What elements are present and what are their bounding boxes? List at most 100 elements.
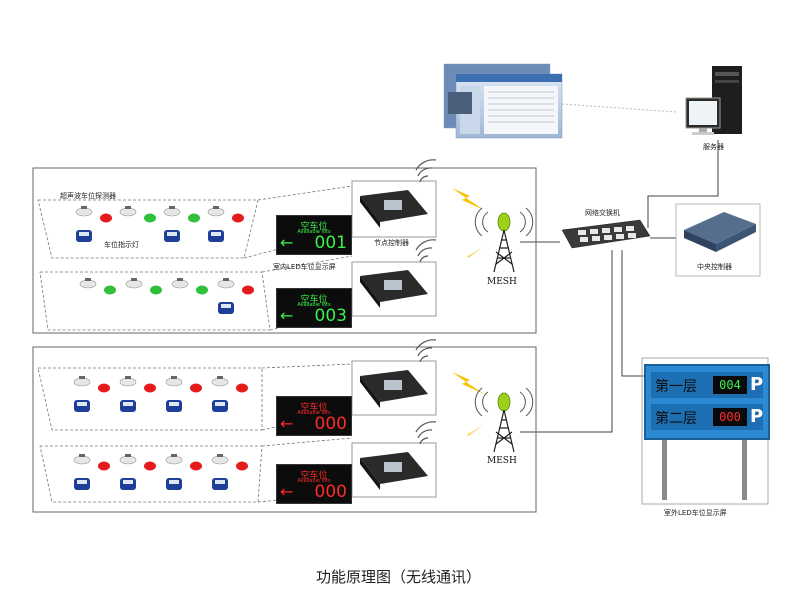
link-software-server bbox=[561, 103, 677, 113]
ultrasonic-sensor-icon bbox=[75, 207, 93, 217]
sensor-mount-icon bbox=[131, 278, 137, 281]
sensor-mount-icon bbox=[217, 454, 223, 457]
signal-bolts bbox=[452, 188, 484, 440]
ultrasonic-sensor-icon bbox=[125, 279, 143, 289]
left-arrow-icon: ← bbox=[280, 306, 294, 325]
sign-subtitle: Available lots bbox=[297, 410, 331, 416]
ultrasonic-sensor-icon bbox=[165, 377, 183, 387]
bay-indicator-label: 车位指示灯 bbox=[104, 241, 139, 249]
left-arrow-icon: ← bbox=[280, 482, 294, 501]
sign-count: 001 bbox=[314, 233, 347, 253]
bay-indicator-light bbox=[232, 213, 244, 223]
central-controller-label: 中央控制器 bbox=[697, 263, 732, 271]
car-window-icon bbox=[167, 232, 177, 236]
car-window-icon bbox=[77, 402, 87, 406]
network-switch-icon bbox=[561, 219, 651, 249]
sensor-mount-icon bbox=[125, 206, 131, 209]
sensor-mount-icon bbox=[85, 278, 91, 281]
ultrasonic-sensor-icon bbox=[163, 207, 181, 217]
ultrasonic-sensor-icon bbox=[119, 207, 137, 217]
indoor-led-sign: 空车位 Available lots ← 003 bbox=[276, 288, 352, 328]
car-window-icon bbox=[169, 480, 179, 484]
sign-title: 空车位 bbox=[300, 471, 328, 481]
car-window-icon bbox=[123, 402, 133, 406]
ultrasonic-sensor-icon bbox=[119, 455, 137, 465]
detector-label: 超声波车位探测器 bbox=[60, 192, 116, 200]
sign-title: 空车位 bbox=[300, 295, 328, 305]
sensor-mount-icon bbox=[169, 206, 175, 209]
switch-label: 网络交换机 bbox=[585, 209, 620, 217]
indoor-led-label: 室内LED车位显示屏 bbox=[273, 263, 336, 271]
car-window-icon bbox=[221, 304, 231, 308]
mesh-tower-2 bbox=[474, 387, 534, 453]
ultrasonic-sensor-icon bbox=[207, 207, 225, 217]
bay-indicator-light bbox=[190, 383, 202, 393]
board-row-floor-2: 第二层 000 P bbox=[651, 404, 763, 430]
ultrasonic-sensor-icon bbox=[165, 455, 183, 465]
indoor-led-sign: 空车位 Available lots ← 000 bbox=[276, 396, 352, 436]
parking-p-icon: P bbox=[750, 406, 764, 427]
bay-indicator-light bbox=[144, 461, 156, 471]
mesh-label-2: MESH bbox=[487, 456, 517, 466]
network-cables bbox=[520, 140, 719, 433]
car-window-icon bbox=[215, 480, 225, 484]
floor-count: 004 bbox=[713, 376, 747, 394]
parking-zones bbox=[37, 199, 271, 503]
sign-count: 000 bbox=[314, 414, 347, 434]
car-window-icon bbox=[79, 232, 89, 236]
cable-mesh2-switch bbox=[520, 250, 613, 433]
car-window-icon bbox=[169, 402, 179, 406]
mesh-tower-1 bbox=[474, 207, 534, 273]
sign-subtitle: Available lots bbox=[297, 229, 331, 235]
bay-indicator-light bbox=[144, 213, 156, 223]
left-arrow-icon: ← bbox=[280, 414, 294, 433]
server-icon bbox=[685, 66, 742, 135]
car-window-icon bbox=[77, 480, 87, 484]
floor-count: 000 bbox=[713, 408, 747, 426]
mesh-label-1: MESH bbox=[487, 277, 517, 287]
parking-p-icon: P bbox=[750, 374, 764, 395]
node-controller-2 bbox=[351, 261, 437, 317]
sensor-mount-icon bbox=[79, 376, 85, 379]
figure-caption: 功能原理图（无线通讯） bbox=[315, 568, 481, 586]
software-screens bbox=[443, 63, 563, 139]
board-row-floor-1: 第一层 004 P bbox=[651, 372, 763, 398]
bay-indicator-light bbox=[236, 461, 248, 471]
ultrasonic-sensor-icon bbox=[211, 455, 229, 465]
sensor-mount-icon bbox=[217, 376, 223, 379]
indoor-led-sign: 空车位 Available lots ← 000 bbox=[276, 464, 352, 504]
floor-1-frame bbox=[32, 167, 537, 334]
floor-name: 第一层 bbox=[655, 379, 697, 395]
indoor-led-sign: 空车位 Available lots ← 001 bbox=[276, 215, 352, 255]
floor-2-frame bbox=[32, 346, 537, 513]
sign-title: 空车位 bbox=[300, 222, 328, 232]
ultrasonic-sensor-icon bbox=[73, 455, 91, 465]
car-window-icon bbox=[211, 232, 221, 236]
node-controller-3 bbox=[351, 360, 437, 416]
left-arrow-icon: ← bbox=[280, 233, 294, 252]
sensor-mount-icon bbox=[125, 454, 131, 457]
sign-count: 000 bbox=[314, 482, 347, 502]
sign-subtitle: Available lots bbox=[297, 302, 331, 308]
bay-indicator-light bbox=[144, 383, 156, 393]
server-label: 服务器 bbox=[703, 143, 724, 151]
outdoor-led-board: 第一层 004 P 第二层 000 P bbox=[644, 364, 770, 440]
floor-name: 第二层 bbox=[655, 411, 697, 427]
sensor-mount-icon bbox=[223, 278, 229, 281]
bay-indicator-light bbox=[98, 461, 110, 471]
bay-indicator-light bbox=[104, 285, 116, 295]
sign-title: 空车位 bbox=[300, 403, 328, 413]
radio-waves bbox=[415, 159, 437, 445]
node-controller-label: 节点控制器 bbox=[374, 239, 409, 247]
sign-subtitle: Available lots bbox=[297, 478, 331, 484]
ultrasonic-sensor-icon bbox=[211, 377, 229, 387]
sensor-mount-icon bbox=[177, 278, 183, 281]
bay-indicator-light bbox=[242, 285, 254, 295]
car-window-icon bbox=[215, 402, 225, 406]
sensor-mount-icon bbox=[171, 454, 177, 457]
ultrasonic-sensor-icon bbox=[73, 377, 91, 387]
sensor-mount-icon bbox=[171, 376, 177, 379]
sensor-mount-icon bbox=[125, 376, 131, 379]
car-window-icon bbox=[123, 480, 133, 484]
